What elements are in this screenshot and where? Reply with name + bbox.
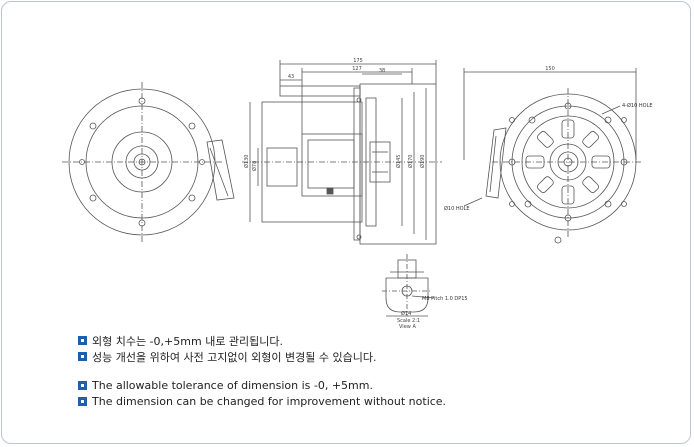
note-en-2: The dimension can be changed for improve… bbox=[78, 394, 446, 409]
dim-vertical-1: Ø130 bbox=[243, 155, 250, 168]
side-view-middle bbox=[242, 60, 442, 245]
front-view-left bbox=[62, 82, 235, 242]
note-text: 성능 개선을 위하여 사전 고지없이 외형이 변경될 수 있습니다. bbox=[92, 350, 377, 364]
thread-label: M8 Pitch 1.0 DP15 bbox=[422, 296, 468, 302]
rear-view-right bbox=[463, 68, 642, 244]
notes-list: 외형 치수는 -0,+5mm 내로 관리됩니다. 성능 개선을 위하여 사전 고… bbox=[78, 333, 446, 410]
dim-top-right: 38 bbox=[379, 68, 385, 74]
note-en-1: The allowable tolerance of dimension is … bbox=[78, 378, 446, 393]
bullet-square-icon bbox=[78, 381, 87, 390]
bullet-square-icon bbox=[78, 336, 87, 345]
note-text: The dimension can be changed for improve… bbox=[92, 395, 447, 408]
dim-vertical-2: Ø78 bbox=[251, 161, 258, 171]
note-text: The allowable tolerance of dimension is … bbox=[92, 379, 373, 392]
dim-right-width: 150 bbox=[545, 66, 555, 72]
dim-vertical-3: Ø145 bbox=[395, 155, 402, 168]
view-label: View A bbox=[399, 324, 416, 330]
dim-vertical-4: Ø170 bbox=[407, 155, 414, 168]
note-text: 외형 치수는 -0,+5mm 내로 관리됩니다. bbox=[92, 334, 284, 348]
dim-top-overall: 175 bbox=[353, 58, 363, 64]
note-ko-2: 성능 개선을 위하여 사전 고지없이 외형이 변경될 수 있습니다. bbox=[78, 349, 446, 364]
note-ko-1: 외형 치수는 -0,+5mm 내로 관리됩니다. bbox=[78, 333, 446, 348]
hole-label-top: 4-Ø10 HOLE bbox=[622, 102, 653, 109]
dim-top-small: 43 bbox=[288, 74, 294, 80]
bullet-square-icon bbox=[78, 397, 87, 406]
detail-view-a bbox=[382, 254, 435, 317]
dim-vertical-5: Ø190 bbox=[419, 155, 426, 168]
dim-detail-bottom: Ø14 bbox=[401, 310, 411, 317]
dim-top-mid: 127 bbox=[352, 66, 362, 72]
bullet-square-icon bbox=[78, 352, 87, 361]
hole-label-bottom: Ø10 HOLE bbox=[444, 205, 470, 212]
scale-label: Scale 2:1 bbox=[397, 318, 420, 324]
